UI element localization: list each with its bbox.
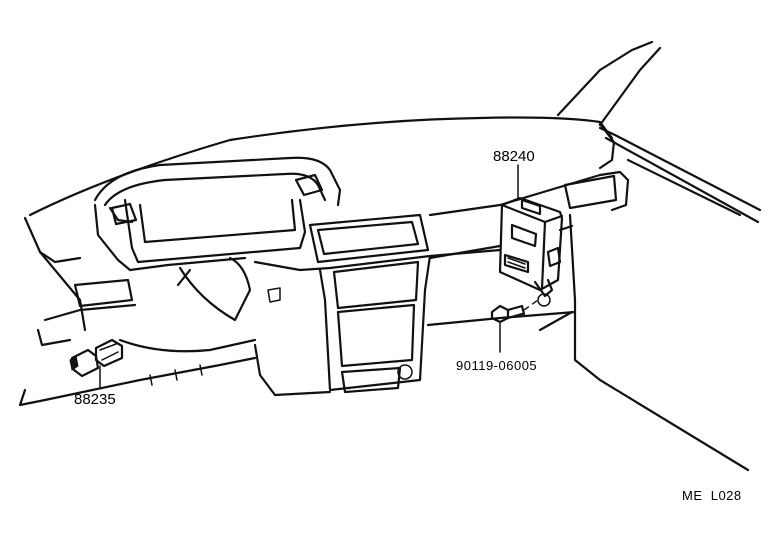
- part-label-88240: 88240: [493, 148, 535, 165]
- figure-code: ME L028: [682, 488, 742, 503]
- part-label-88235: 88235: [74, 391, 116, 408]
- relay-box: [498, 196, 564, 307]
- left-panel: [18, 256, 257, 407]
- steering-column: [118, 256, 257, 353]
- right-panel: [428, 170, 630, 302]
- bolt: [490, 299, 539, 324]
- sensor: [69, 338, 124, 378]
- instrument-cluster: [93, 156, 342, 272]
- part-label-90119-06005: 90119-06005: [456, 358, 537, 373]
- leader-lines: [99, 164, 519, 389]
